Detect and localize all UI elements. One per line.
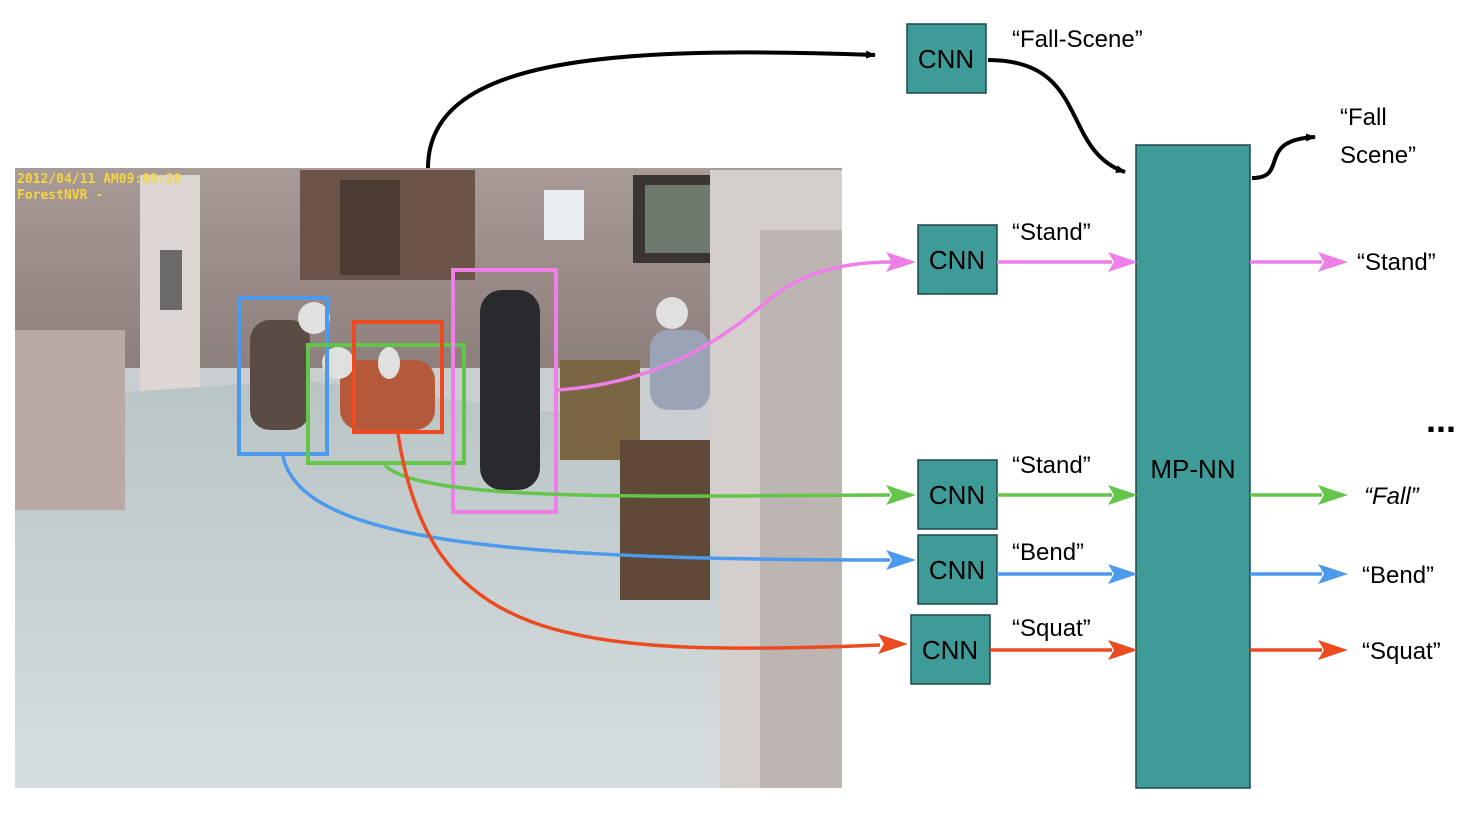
pink-arrowhead-mid: [1108, 252, 1138, 272]
more-ellipsis: ...: [1426, 399, 1456, 440]
red-crop-to-cnn-arrow: [396, 433, 881, 650]
cnn-node-scene: CNN: [906, 23, 987, 94]
cnn-label: CNN: [929, 480, 985, 510]
green-arrowhead-out: [1318, 485, 1348, 505]
camera-frame-image: 2012/04/11 AM09:09:28 ForestNVR -: [15, 168, 842, 788]
mpnn-node: MP-NN: [1135, 144, 1251, 789]
scene-output-label-line2: Scene”: [1340, 142, 1416, 169]
cnn-label: CNN: [929, 555, 985, 585]
pink-arrowhead-out: [1318, 252, 1348, 272]
pink-arrowhead-in: [886, 252, 916, 272]
bbox-red-squat: [352, 320, 444, 434]
red-output-label: “Squat”: [1362, 638, 1441, 665]
cnn-node-red: CNN: [910, 614, 991, 685]
green-crop-to-cnn-arrow: [383, 463, 891, 498]
blue-arrowhead-mid: [1108, 564, 1138, 584]
bbox-pink-stand: [451, 268, 558, 514]
scene-cnn-to-mpnn-arrow: [987, 58, 1126, 174]
green-output-label: “Fall”: [1364, 483, 1420, 510]
pink-output-label: “Stand”: [1357, 249, 1436, 276]
green-arrowhead-in: [886, 485, 916, 505]
camera-name-overlay: ForestNVR -: [17, 188, 103, 203]
blue-arrowhead-out: [1318, 564, 1348, 584]
blue-crop-to-cnn-arrow: [281, 455, 891, 562]
red-arrowhead-mid: [1108, 640, 1138, 660]
red-arrowhead-in: [878, 634, 908, 654]
red-input-label: “Squat”: [1012, 615, 1091, 642]
bbox-green-stand: [306, 343, 466, 465]
scene-output-label-line1: “Fall: [1340, 104, 1387, 131]
timestamp-overlay: 2012/04/11 AM09:09:28: [17, 172, 182, 187]
cnn-label: CNN: [918, 44, 974, 74]
blue-arrowhead-in: [886, 550, 916, 570]
cnn-node-green: CNN: [917, 459, 998, 530]
green-input-label: “Stand”: [1012, 452, 1091, 479]
pink-crop-to-cnn-arrow: [557, 260, 893, 392]
scene-input-label: “Fall-Scene”: [1012, 26, 1143, 53]
cnn-label: CNN: [929, 245, 985, 275]
green-arrowhead-mid: [1108, 485, 1138, 505]
cnn-label: CNN: [922, 635, 978, 665]
scene-output-arrow: [1251, 133, 1316, 180]
cnn-node-blue: CNN: [917, 534, 998, 605]
blue-output-label: “Bend”: [1362, 562, 1434, 589]
pink-input-label: “Stand”: [1012, 219, 1091, 246]
blue-input-label: “Bend”: [1012, 539, 1084, 566]
bbox-blue-bend: [237, 296, 329, 456]
red-arrowhead-out: [1318, 640, 1348, 660]
cnn-node-pink: CNN: [917, 224, 998, 295]
scene-to-cnn-arrow: [426, 50, 876, 169]
mpnn-label: MP-NN: [1150, 454, 1235, 484]
